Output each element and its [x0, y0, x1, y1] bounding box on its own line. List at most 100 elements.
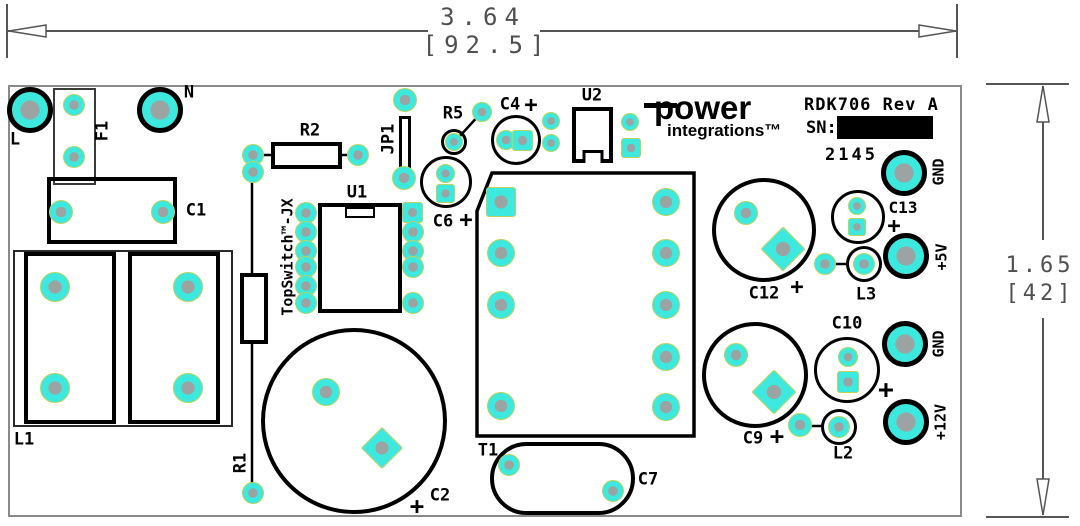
p12v-label: +12V: [931, 403, 950, 441]
l2-label: L2: [832, 443, 854, 464]
c13-pad-round: [848, 197, 866, 215]
r1-outline: [240, 273, 268, 344]
pcb-board-outline: [8, 85, 962, 517]
dim-arrow-right-icon: [918, 24, 957, 38]
u1-pin1-notch: [345, 207, 375, 218]
top-dimension-mm: [92.5]: [422, 31, 552, 59]
date-code: 2145: [825, 145, 878, 165]
l3-label: L3: [855, 284, 877, 305]
c2-pad-round: [312, 378, 340, 406]
f1-outline: [53, 88, 96, 185]
c9-label: C9: [742, 428, 764, 449]
u1-label: U1: [346, 182, 368, 203]
r2-pad-right: [347, 144, 369, 166]
r5-pad-2: [472, 102, 492, 122]
c7-outline: [490, 442, 635, 515]
u1-pad-r5: [402, 292, 424, 314]
c12-label: C12: [748, 283, 780, 304]
r5-outline: [441, 129, 467, 155]
l1-label: L1: [13, 429, 35, 450]
u1-pad-r1: [402, 202, 423, 223]
t1-pad-l2: [487, 239, 515, 267]
u2-notch: [582, 150, 603, 163]
c2-label: C2: [429, 485, 451, 506]
dim-arrow-up-icon: [1036, 85, 1050, 123]
top-dimension-inches: 3.64: [440, 3, 526, 31]
u1-outline: [318, 203, 402, 313]
c10-outline: [814, 337, 880, 403]
c9-pad-round: [724, 343, 748, 367]
logo-subtext: integrations™: [667, 121, 782, 140]
r2-pad-lower: [242, 161, 264, 183]
l2-pad-left: [788, 413, 812, 437]
r5-pad-1: [445, 133, 463, 151]
c6-pad-square: [436, 184, 455, 203]
jp1-label: JP1: [378, 123, 399, 155]
c6-outline: [420, 156, 472, 208]
c9-outline: [702, 322, 808, 428]
neutral-terminal-label: N: [183, 82, 195, 103]
serial-label: SN:: [806, 118, 837, 138]
t1-pad-r3: [652, 291, 680, 319]
gnd-bottom-label: GND: [929, 330, 948, 358]
top-dimension-lines: [6, 4, 958, 58]
c4-pad-square: [512, 130, 533, 151]
c6-pad-round: [436, 164, 455, 183]
right-dimension-inches: 1.65: [1005, 253, 1075, 278]
gnd-bottom-terminal-pad: [882, 321, 928, 367]
jp1-pad-top: [393, 88, 417, 112]
serial-number-blackout: [837, 116, 933, 139]
topswitch-label: TopSwitch™-JX: [278, 198, 297, 316]
l1-outline: [13, 250, 233, 427]
board-id: RDK706 Rev A: [804, 95, 939, 115]
t1-pad-l4: [487, 392, 515, 420]
c9-polarity-plus: +: [769, 422, 785, 450]
l1-pad-2: [173, 272, 203, 302]
c13-outline: [831, 190, 885, 244]
p12v-terminal-pad: [883, 399, 929, 445]
c12-polarity-plus: +: [790, 275, 804, 300]
via-pad-2: [542, 134, 560, 152]
c4-label: C4: [499, 94, 521, 115]
dim-arrow-down-icon: [1036, 478, 1050, 516]
c1-pad-2: [151, 200, 175, 224]
jp1-pad-bottom: [392, 166, 416, 190]
c7-pad-2: [602, 480, 624, 502]
c13-polarity-plus: +: [887, 214, 901, 239]
c6-label: C6: [432, 211, 454, 232]
l3-pad-inner: [853, 253, 875, 275]
c10-label: C10: [831, 313, 863, 334]
u2-outline: [572, 107, 613, 163]
u2-pad-round: [621, 113, 639, 131]
l1-pad-4: [173, 373, 203, 403]
line-terminal-label: L: [9, 129, 21, 150]
gnd-top-label: GND: [929, 158, 948, 186]
t1-label: T1: [477, 440, 499, 461]
c6-polarity-plus: +: [459, 208, 473, 233]
c7-pad-1: [498, 454, 520, 476]
f1-pad-2: [63, 146, 85, 168]
c10-pad-round: [838, 347, 858, 367]
power-integrations-logo: power integrations™: [640, 88, 800, 143]
t1-pad-l3: [487, 291, 515, 319]
t1-pad-r2: [652, 239, 680, 267]
gnd-top-terminal-pad: [881, 150, 927, 196]
c1-label: C1: [185, 200, 207, 221]
dim-arrow-left-icon: [8, 24, 47, 38]
p5v-terminal-pad: [883, 233, 929, 279]
c1-pad-1: [49, 200, 73, 224]
c12-outline: [712, 178, 816, 282]
c2-outline: [261, 328, 447, 514]
l2-outline: [821, 409, 857, 445]
t1-pad-r4: [652, 343, 680, 371]
l3-outline: [846, 246, 882, 282]
u1-pad-l6: [295, 292, 317, 314]
t1-pad-l1: [486, 187, 516, 217]
via-pad-1: [542, 112, 560, 130]
u2-label: U2: [581, 85, 603, 106]
c13-pad-square: [848, 218, 866, 236]
jp1-outline: [399, 116, 411, 171]
c10-polarity-plus: +: [878, 375, 894, 405]
logo-crossbar: [644, 103, 677, 108]
